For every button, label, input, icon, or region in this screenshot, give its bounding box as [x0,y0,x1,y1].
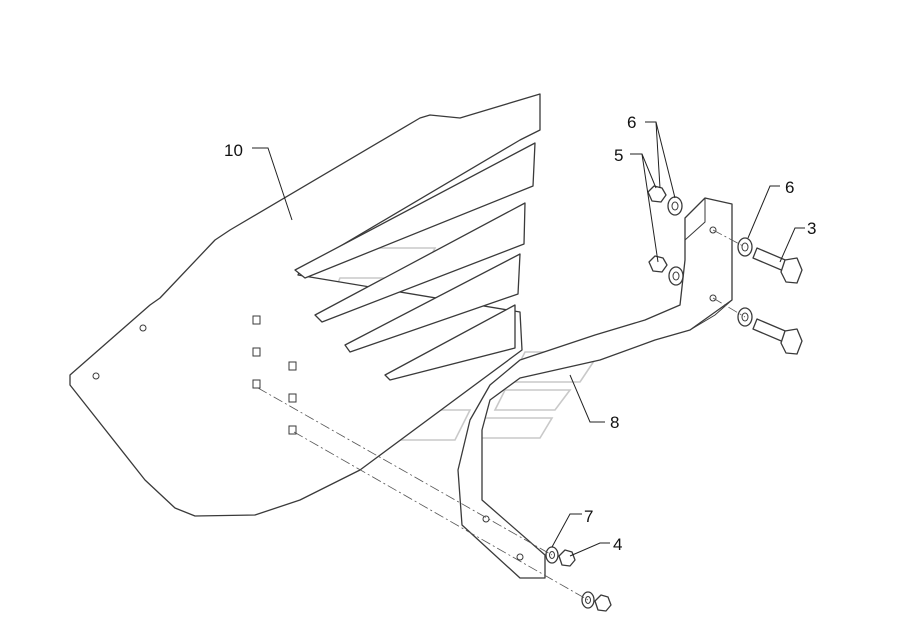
hardware-lower [545,546,612,612]
callout-3: 3 [807,219,816,238]
leader-lines [252,121,805,557]
callout-7: 7 [584,507,593,526]
callout-6-upper: 6 [627,113,636,132]
callout-8: 8 [610,413,619,432]
hardware-upper [647,185,684,286]
callout-6-right: 6 [785,178,794,197]
callout-10: 10 [224,141,243,160]
callout-4: 4 [613,535,622,554]
callout-5: 5 [614,146,623,165]
support-bracket [457,197,733,579]
callout-labels: 10 6 5 6 3 8 7 4 [224,113,816,554]
flap-slats [294,142,536,381]
bolts-right [737,237,803,355]
fixing-lugs [252,315,297,435]
assembly-centerlines [257,229,746,601]
